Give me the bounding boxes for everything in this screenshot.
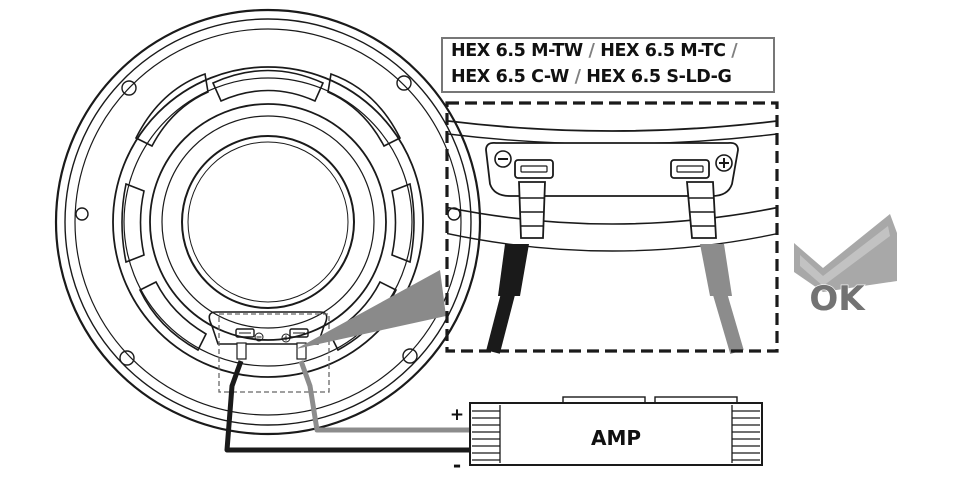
model-list-box: HEX 6.5 M-TW / HEX 6.5 M-TC / HEX 6.5 C-… bbox=[441, 37, 775, 93]
positive-wire bbox=[298, 360, 470, 433]
small-terminal-pos bbox=[289, 328, 309, 338]
speaker-basket-outer bbox=[112, 66, 424, 378]
mount-hole-5 bbox=[75, 207, 89, 221]
detail-negative-terminal bbox=[486, 150, 554, 354]
model-separator: / bbox=[582, 41, 601, 61]
zoom-beam bbox=[296, 270, 446, 349]
amp-label: AMP bbox=[591, 426, 641, 450]
amp-fins-left bbox=[472, 405, 501, 463]
speaker-surround-inner bbox=[161, 115, 375, 329]
small-connector-neg bbox=[236, 342, 247, 360]
positive-spade-connector bbox=[686, 181, 717, 239]
model-separator: / bbox=[568, 67, 587, 87]
mount-hole-1 bbox=[121, 80, 137, 96]
terminal-plate bbox=[208, 311, 328, 345]
terminal-detail bbox=[447, 119, 777, 252]
model-name: HEX 6.5 M-TC bbox=[600, 41, 726, 61]
small-terminal-neg bbox=[235, 328, 255, 338]
mount-hole-4 bbox=[402, 348, 418, 364]
amp-plus-label: + bbox=[450, 405, 464, 425]
slot-top bbox=[211, 69, 325, 103]
detail-frame-arc-1 bbox=[447, 119, 777, 132]
negative-terminal-slot bbox=[520, 165, 548, 173]
ok-label: OK bbox=[809, 279, 866, 319]
speaker-ring bbox=[74, 28, 462, 416]
slot-right bbox=[391, 182, 415, 264]
negative-terminal-tab bbox=[514, 159, 554, 179]
amp-fins-right bbox=[731, 405, 760, 463]
negative-wire bbox=[224, 360, 470, 453]
amplifier: AMP + - bbox=[450, 396, 763, 477]
mount-hole-3 bbox=[119, 350, 135, 366]
positive-wire-sleeve bbox=[700, 244, 732, 296]
slot-top-left bbox=[134, 72, 209, 148]
zoom-detail-box bbox=[445, 101, 779, 353]
model-list-line-2: HEX 6.5 C-W / HEX 6.5 S-LD-G bbox=[451, 67, 732, 87]
model-name: HEX 6.5 M-TW bbox=[451, 41, 583, 61]
negative-wire-detail bbox=[486, 292, 515, 354]
ok-check: OK bbox=[794, 214, 897, 320]
negative-wire-sleeve bbox=[498, 244, 529, 296]
detail-frame-arc-3 bbox=[447, 206, 777, 225]
model-list-line-1: HEX 6.5 M-TW / HEX 6.5 M-TC / bbox=[451, 41, 738, 61]
speaker-surround-outer bbox=[149, 103, 387, 341]
speaker bbox=[54, 8, 482, 436]
small-neg-symbol-ring bbox=[254, 332, 264, 342]
model-separator: / bbox=[725, 41, 738, 61]
model-name: HEX 6.5 S-LD-G bbox=[586, 67, 732, 87]
mount-hole-2 bbox=[396, 75, 412, 91]
speaker-cone bbox=[181, 135, 355, 309]
slot-top-right bbox=[327, 72, 402, 148]
speaker-dustcap bbox=[187, 141, 349, 303]
amp-body bbox=[469, 402, 763, 466]
detail-terminal-plate bbox=[485, 141, 739, 197]
slot-bottom-left bbox=[138, 280, 208, 352]
amp-minus-label: - bbox=[453, 453, 461, 477]
detail-positive-terminal bbox=[670, 154, 744, 354]
positive-terminal-slot bbox=[676, 165, 704, 173]
check-mark-highlight bbox=[800, 226, 890, 286]
speaker-frame-outer bbox=[54, 8, 482, 436]
check-mark-icon bbox=[794, 214, 897, 292]
zoom-source-box bbox=[218, 313, 330, 393]
negative-spade-connector bbox=[518, 181, 546, 239]
positive-terminal-tab bbox=[670, 159, 710, 179]
small-connector-pos bbox=[296, 342, 307, 360]
positive-wire-detail bbox=[713, 292, 744, 354]
speaker-basket-inner bbox=[123, 77, 413, 367]
speaker-frame-inner bbox=[64, 18, 472, 426]
slot-left bbox=[121, 182, 145, 264]
detail-frame-arc-4 bbox=[447, 232, 777, 252]
model-name: HEX 6.5 C-W bbox=[451, 67, 569, 87]
small-pos-symbol-ring bbox=[281, 333, 291, 343]
